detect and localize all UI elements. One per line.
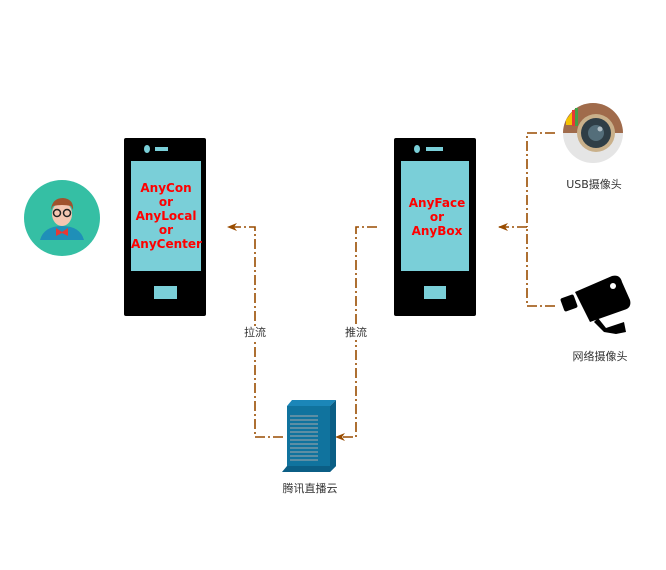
right-device-label: AnyFace or AnyBox [401,196,473,238]
left-device-icon [124,138,206,316]
right-device-icon [394,138,476,316]
left-device-line: or [158,195,174,209]
left-device-line: AnyLocal [135,209,197,223]
right-device-line: AnyFace [408,196,466,210]
network-connector [526,227,555,307]
pull-stream-label: 拉流 [244,326,266,340]
network-camera-label: 网络摄像头 [572,350,628,364]
user-avatar-icon [24,180,100,256]
usb-camera-label: USB摄像头 [566,178,622,192]
network-camera-icon [560,275,631,334]
usb-connector [526,132,555,227]
push-stream-label: 推流 [345,326,367,340]
usb-camera-icon [563,103,623,163]
right-device-line: AnyBox [411,224,463,238]
left-device-line: AnyCon [140,181,192,195]
left-device-line: or [158,223,174,237]
cloud-label: 腾讯直播云 [282,482,338,496]
cloud-server-icon [282,400,336,472]
left-device-line: AnyCenter [131,237,202,251]
right-device-line: or [429,210,445,224]
left-device-label: AnyCon or AnyLocal or AnyCenter [131,181,202,251]
